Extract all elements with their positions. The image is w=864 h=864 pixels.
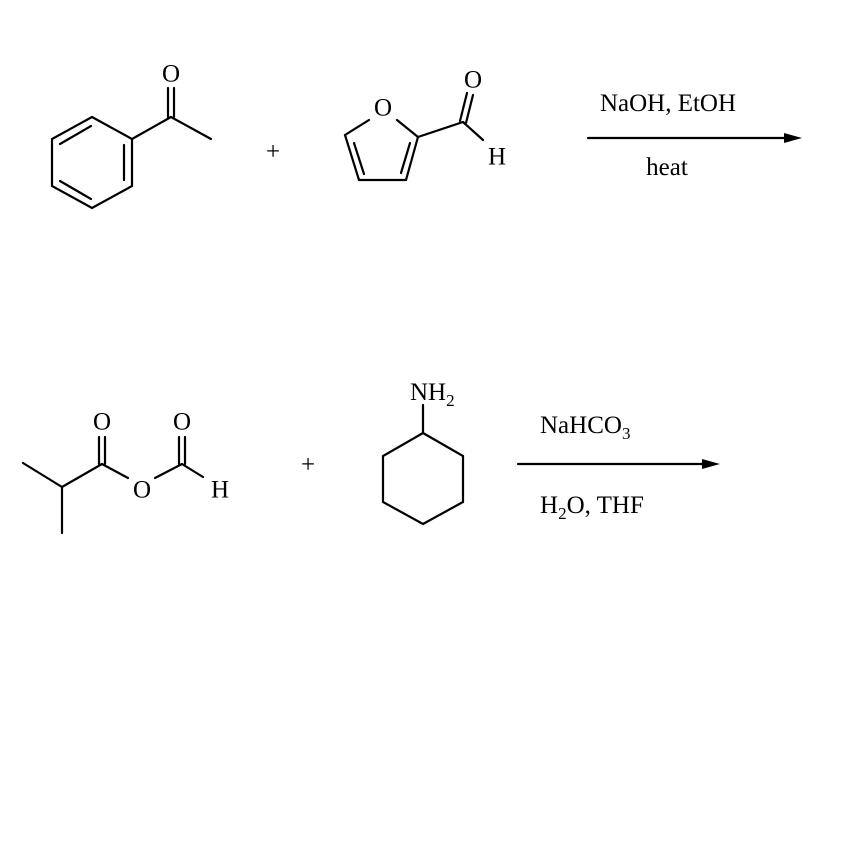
mixed-anhydride: O O O H	[21, 409, 229, 535]
bond	[60, 462, 104, 489]
bond	[21, 461, 64, 489]
acetophenone: O	[50, 61, 213, 210]
atom-h: H	[488, 144, 506, 171]
double-bond	[352, 141, 366, 176]
atom-o-bridge: O	[133, 477, 151, 504]
double-bond	[399, 141, 412, 175]
bond	[100, 462, 130, 480]
double-bond	[58, 179, 93, 201]
atom-ring-o: O	[374, 95, 392, 122]
bond	[130, 115, 173, 141]
atom-o2: O	[173, 409, 191, 436]
bond	[395, 118, 420, 139]
bond	[153, 462, 184, 480]
cyclohexane-ring	[381, 431, 465, 526]
reaction-2: O O O H + NH2 NaHCO3 H2O, THF	[21, 379, 720, 535]
bond	[416, 120, 465, 139]
atom-nh2: NH2	[410, 379, 455, 410]
furfural: O O H	[343, 67, 506, 182]
carbonyl-bond	[464, 93, 475, 125]
bond	[169, 115, 213, 141]
atom-o1: O	[93, 409, 111, 436]
plus-sign: +	[266, 139, 280, 166]
plus-sign: +	[301, 452, 315, 479]
conditions-above: NaOH, EtOH	[600, 90, 736, 117]
reaction-1: O + O O H NaOH, EtOH heat	[50, 61, 802, 210]
carbonyl-bond	[458, 91, 469, 123]
arrowhead	[784, 133, 802, 143]
bond	[180, 462, 205, 479]
atom-o: O	[464, 67, 482, 94]
bond	[343, 133, 361, 182]
bond	[343, 118, 371, 137]
bond	[404, 135, 420, 182]
cyclohexylamine: NH2	[381, 379, 465, 526]
atom-o: O	[162, 61, 180, 88]
double-bond	[58, 124, 93, 146]
atom-h: H	[211, 477, 229, 504]
bond	[461, 120, 485, 142]
conditions-below: H2O, THF	[540, 492, 644, 523]
conditions-above: NaHCO3	[540, 412, 630, 443]
conditions-below: heat	[646, 154, 688, 181]
arrowhead	[702, 459, 720, 469]
benzene-ring	[50, 115, 134, 210]
